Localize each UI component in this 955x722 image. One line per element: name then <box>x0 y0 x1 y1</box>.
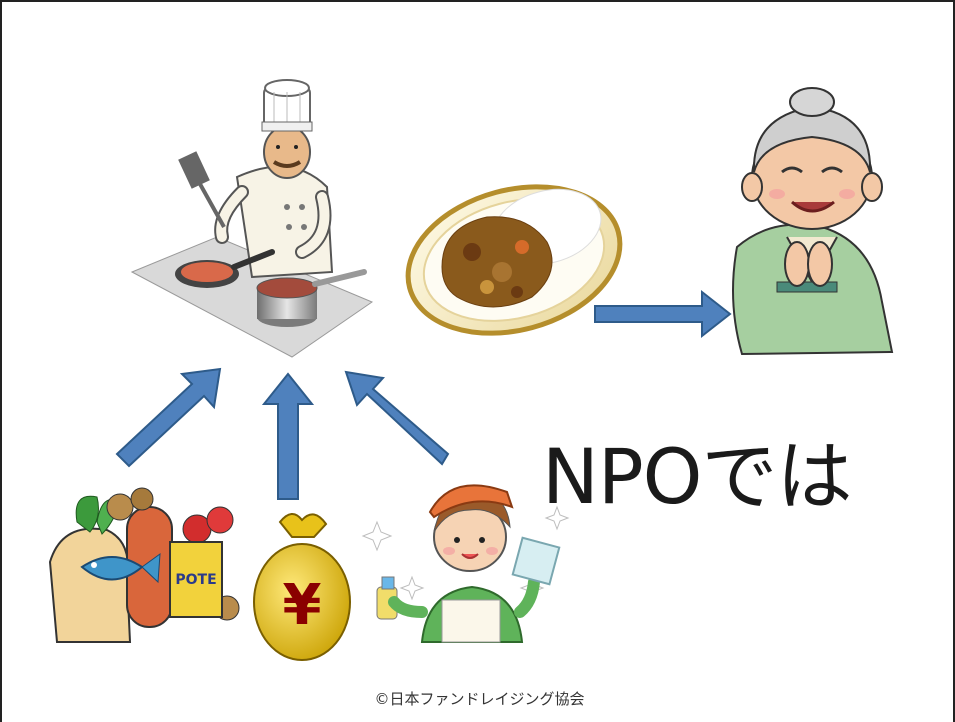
volunteer-icon <box>361 484 570 643</box>
slide-heading: NPOでは <box>542 432 853 521</box>
yen-symbol: ¥ <box>283 573 322 638</box>
groceries-icon: POTE <box>48 487 240 643</box>
arrow-to-grandmother <box>594 289 732 339</box>
curry-rice-icon <box>405 184 623 336</box>
copyright-notice: ©日本ファンドレイジング協会 <box>374 690 585 708</box>
bag-label: POTE <box>175 572 216 588</box>
arrow-from-volunteer <box>344 370 450 466</box>
arrow-from-money <box>261 372 315 500</box>
money-bag-icon: ¥ <box>253 513 351 661</box>
grandmother-icon <box>732 87 894 356</box>
arrow-from-groceries <box>115 367 222 468</box>
chef-icon <box>130 79 374 358</box>
